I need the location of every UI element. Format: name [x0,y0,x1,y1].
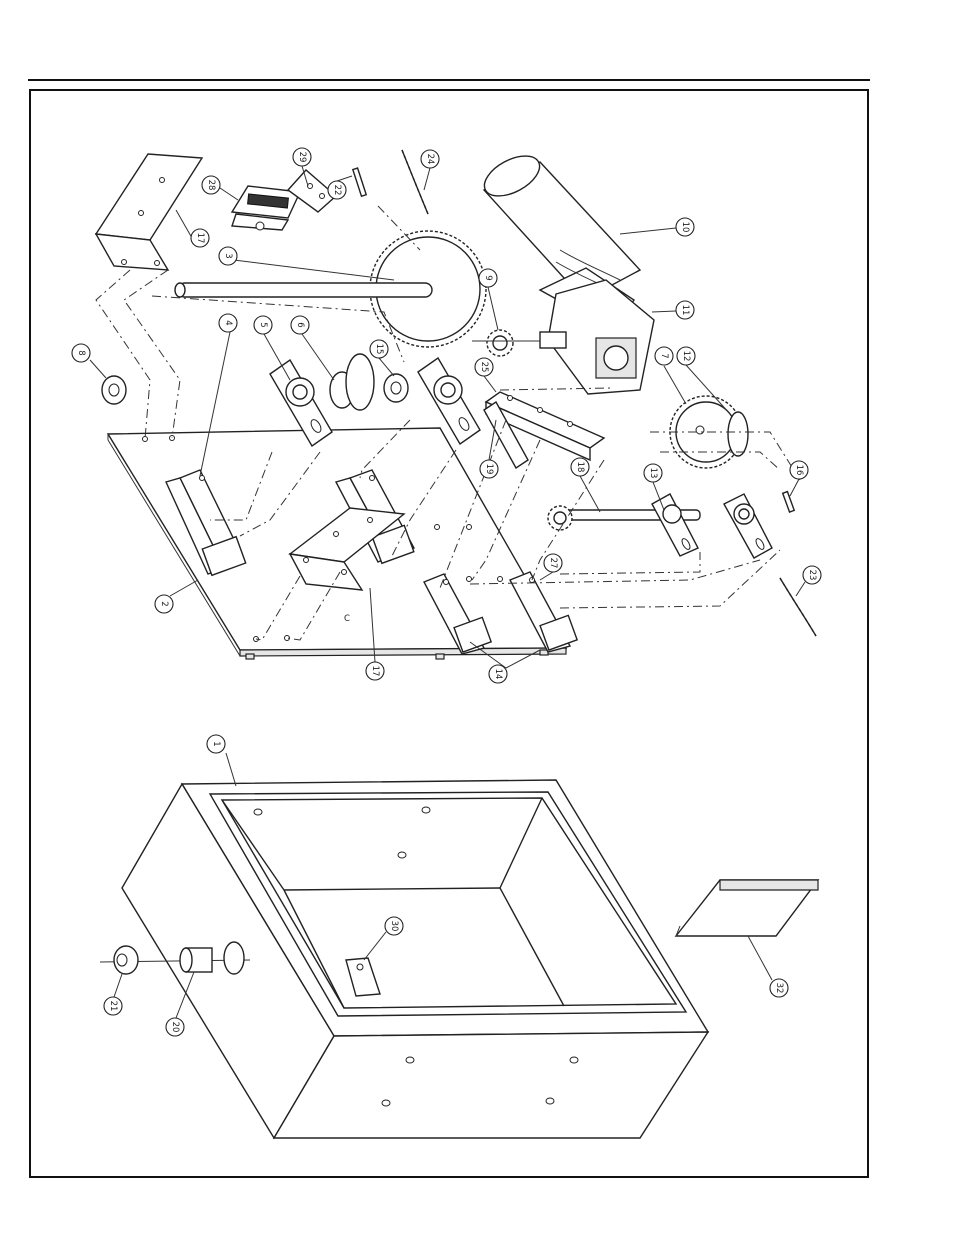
cam-collar-set [330,354,408,410]
callout-c-7: 7 [655,347,673,365]
key-pin-right [783,492,795,513]
callout-number: 28 [206,180,216,191]
callout-number: 14 [493,669,503,680]
callout-c-29: 29 [293,148,311,166]
shaft-collar [102,376,126,404]
callout-c-3: 3 [219,247,237,265]
callout-c-23: 23 [803,566,821,584]
callout-number: 18 [575,462,585,473]
cover-plate [676,880,818,936]
callout-number: 30 [389,921,399,932]
callout-c-20: 20 [166,1018,184,1036]
callout-c-8: 8 [72,344,90,362]
callout-c-6: 6 [291,316,309,334]
callout-c-16: 16 [790,461,808,479]
callout-c-2: 2 [155,595,173,613]
key-pin [353,168,366,196]
callout-c-9: 9 [479,269,497,287]
callout-number: 32 [774,983,784,994]
angle-bracket-upper [96,154,202,270]
callout-c-24: 24 [421,150,439,168]
callout-number: 20 [170,1022,180,1033]
callout-number: 27 [548,558,558,569]
callout-number: 21 [108,1001,118,1012]
callout-number: 1 [211,741,221,746]
callout-c-21: 21 [104,997,122,1015]
callout-c-28: 28 [202,176,220,194]
callout-number: 11 [680,305,690,316]
callout-number: 13 [648,468,658,479]
callout-number: 2 [159,601,169,606]
callout-c-27a: 27 [544,554,562,572]
flange-bearing-lower-left [652,494,698,556]
main-shaft [175,283,432,297]
callout-number: 19 [484,464,494,475]
callout-c-1: 1 [207,735,225,753]
callout-c-5: 5 [254,316,272,334]
callout-number: 17 [195,233,205,244]
callout-c-18: 18 [571,458,589,476]
plate-mark: C [344,614,350,624]
callout-c-22: 22 [328,181,346,199]
callout-c-32: 32 [770,979,788,997]
callout-number: 10 [680,222,690,233]
roller-chain-lower [780,578,816,636]
callout-number: 3 [223,253,233,258]
callout-c-19: 19 [480,460,498,478]
callout-number: 12 [681,351,691,362]
callout-number: 8 [76,350,86,355]
callout-c-12: 12 [677,347,695,365]
callout-number: 15 [374,344,384,355]
callout-c-15: 15 [370,340,388,358]
callout-number: 5 [258,322,268,327]
callout-c-25: 25 [475,358,493,376]
callout-c-4: 4 [219,314,237,332]
callout-number: 9 [483,275,493,280]
callout-c-13: 13 [644,464,662,482]
callout-c-27b: 17 [366,662,384,680]
callout-number: 29 [297,152,307,163]
flange-bearing-lower-right [724,494,772,558]
callout-number: 17 [370,666,380,677]
callout-c-11: 11 [676,301,694,319]
callout-number: 7 [659,353,669,358]
callout-c-10: 10 [676,218,694,236]
callout-number: 4 [223,320,233,325]
callout-number: 24 [425,154,435,165]
callout-c-14: 14 [489,665,507,683]
callout-number: 6 [295,322,305,327]
callout-number: 23 [807,570,817,581]
motor-mount-rail [484,392,604,468]
callout-c-30: 30 [385,917,403,935]
small-sprocket-upper [487,330,513,356]
callout-number: 16 [794,465,804,476]
callout-number: 25 [479,362,489,373]
callout-c-17: 17 [191,229,209,247]
callout-number: 22 [332,185,342,196]
limit-switch [232,170,336,230]
